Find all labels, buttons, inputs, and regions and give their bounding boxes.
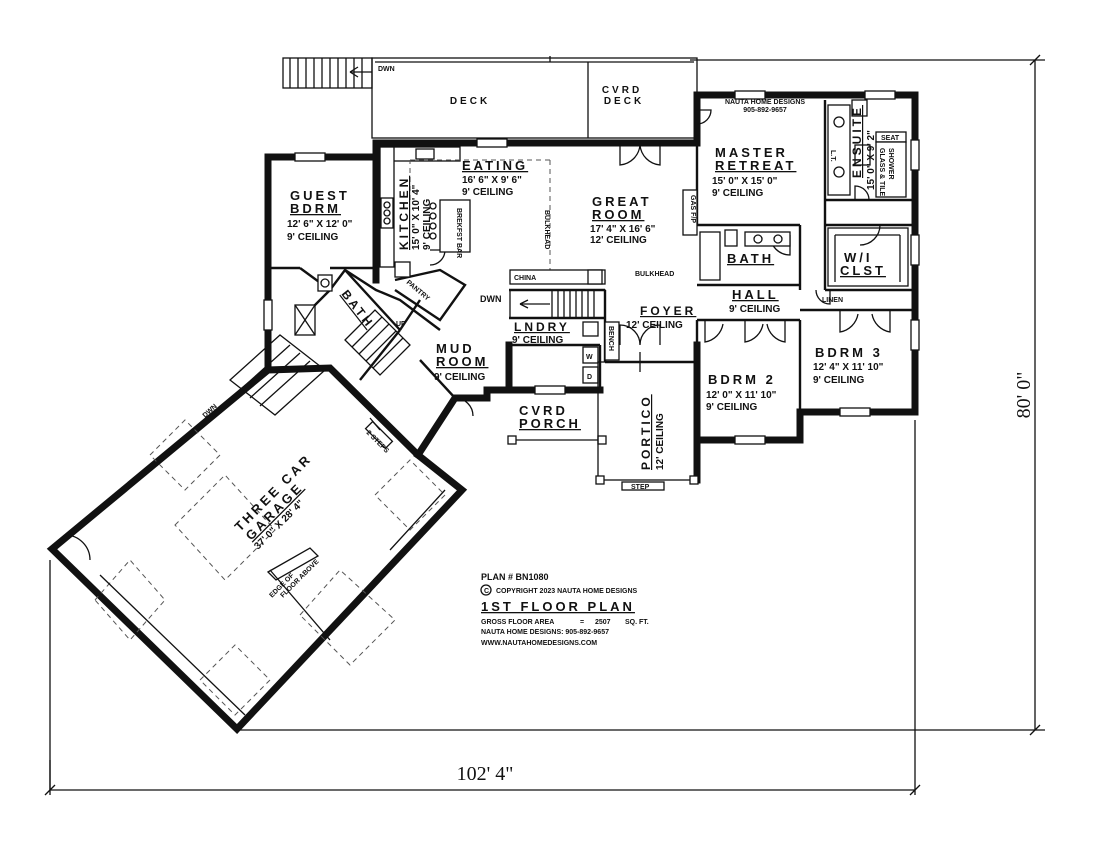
guest-bath-label: BATH (339, 287, 377, 331)
kitchen-fixtures (379, 146, 551, 285)
hall-label: HALL (732, 287, 779, 302)
width-dimension-line (44, 420, 921, 796)
copyright-circle (480, 584, 492, 596)
bulkhead-b-label: BULKHEAD (635, 271, 674, 278)
porch-outline (507, 361, 699, 491)
china-label: CHINA (514, 275, 536, 282)
great-room-ceiling: 12' CEILING (590, 235, 647, 246)
wic-shelves (827, 227, 909, 287)
garage-stair (228, 334, 327, 416)
mud-room-line2: ROOM (436, 354, 488, 369)
bench-label: BENCH (607, 326, 614, 351)
laundry-fixtures (582, 321, 620, 384)
lndry-ceiling: 9' CEILING (512, 335, 563, 346)
mud-room-stair (344, 309, 411, 376)
mud-room-line1: MUD (436, 341, 475, 356)
portico-step-label: STEP (631, 484, 650, 491)
gross-area-unit: SQ. FT. (625, 619, 649, 626)
bdrm2-label: BDRM 2 (708, 372, 776, 387)
designer-website: WWW.NAUTAHOMEDESIGNS.COM (481, 640, 597, 647)
cvrd-porch-line2: PORCH (519, 416, 581, 431)
main-stair-dwn-label: DWN (480, 294, 502, 304)
eating-ceiling: 9' CEILING (462, 187, 513, 198)
ensuite-dims: 15' 0" X 9' 2" (866, 130, 877, 190)
bdrm3-dims: 12' 4" X 11' 10" (813, 362, 884, 373)
width-dimension: 102' 4" (457, 763, 514, 785)
designer-phone: NAUTA HOME DESIGNS: 905-892-9657 (481, 629, 609, 636)
kitchen-label: KITCHEN (397, 176, 411, 250)
ensuite-shower-line1: GLASS & TILE (878, 148, 885, 197)
copyright-symbol: C (484, 588, 489, 595)
linen-label: LINEN (822, 297, 843, 304)
eating-label: EATING (462, 158, 528, 173)
portico-ceiling: 12' CEILING (655, 413, 666, 470)
fireplace-label: GAS F/P (689, 195, 696, 223)
guest-bdrm-line2: BDRM (290, 201, 341, 216)
kitchen-dims: 15' 0" X 10' 4" (411, 184, 422, 250)
deck-stair (282, 57, 373, 89)
guest-bdrm-dims: 12' 6" X 12' 0" (287, 219, 353, 230)
gross-area-value: 2507 (595, 619, 611, 626)
mud-room-ceiling: 9' CEILING (434, 372, 485, 383)
master-line1: MASTER (715, 145, 788, 160)
eating-dims: 16' 6" X 9' 6" (462, 175, 522, 186)
master-dims: 15' 0" X 15' 0" (712, 176, 778, 187)
ensuite-fixtures (827, 99, 907, 198)
interior-walls (268, 100, 912, 412)
guest-bdrm-line1: GUEST (290, 188, 350, 203)
deck-label: DECK (450, 96, 490, 107)
bdrm3-ceiling: 9' CEILING (813, 375, 864, 386)
kitchen-bar-label: BREKFST BAR (455, 208, 462, 258)
mud-stair-up-label: UP (396, 321, 406, 328)
ensuite-shower-line2: SHOWER (887, 148, 894, 180)
bdrm3-label: BDRM 3 (815, 345, 883, 360)
hall-bath-fixtures (699, 229, 791, 281)
doors (64, 109, 891, 561)
garage-details (94, 419, 446, 716)
designer-header-line1: NAUTA HOME DESIGNS (725, 99, 805, 106)
gross-area-eq: = (580, 619, 584, 626)
cvrd-porch-line1: CVRD (519, 403, 568, 418)
ensuite-lt-label: L.T. (829, 150, 836, 162)
windows (263, 90, 920, 445)
cvrd-deck-line1: CVRD (602, 85, 642, 96)
garage-steps-label: 2 STEPS (365, 429, 391, 455)
foyer-ceiling: 12' CEILING (626, 320, 683, 331)
depth-dimension: 80' 0" (1013, 372, 1035, 419)
bdrm2-ceiling: 9' CEILING (706, 402, 757, 413)
master-ceiling: 9' CEILING (712, 188, 763, 199)
great-room-dims: 17' 4" X 16' 6" (590, 224, 656, 235)
hall-bath-label: BATH (727, 251, 774, 266)
cvrd-deck-line2: DECK (604, 96, 644, 107)
bulkhead-a-label: BULKHEAD (543, 210, 550, 249)
hall-ceiling: 9' CEILING (729, 304, 780, 315)
guest-bath-fixtures (294, 274, 333, 336)
ensuite-label: ENSUITE (850, 105, 864, 178)
great-room-line1: GREAT (592, 194, 652, 209)
main-stair (509, 289, 606, 319)
deck-stair-label: DWN (378, 66, 395, 73)
wic-line1: W/I (844, 250, 873, 265)
foyer-label: FOYER (640, 304, 696, 318)
portico-label: PORTICO (639, 394, 653, 470)
wic-line2: CLST (840, 263, 886, 278)
gross-area-label: GROSS FLOOR AREA (481, 619, 554, 626)
depth-dimension-line (235, 54, 1045, 736)
guest-bdrm-ceiling: 9' CEILING (287, 232, 338, 243)
dryer-label: D (587, 374, 592, 381)
bdrm2-dims: 12' 0" X 11' 10" (706, 390, 777, 401)
deck-outline (371, 56, 698, 139)
copyright-text: COPYRIGHT 2023 NAUTA HOME DESIGNS (496, 588, 638, 595)
master-line2: RETREAT (715, 158, 796, 173)
ensuite-seat-label: SEAT (881, 135, 900, 142)
great-room-line2: ROOM (592, 207, 644, 222)
plan-number: PLAN # BN1080 (481, 572, 549, 582)
kitchen-ceiling: 9' CEILING (422, 199, 433, 250)
lndry-label: LNDRY (514, 320, 570, 334)
designer-header-line2: 905-892-9657 (743, 107, 787, 114)
plan-title: 1ST FLOOR PLAN (481, 599, 635, 614)
great-room-fixtures (509, 189, 698, 285)
washer-label: W (586, 354, 593, 361)
